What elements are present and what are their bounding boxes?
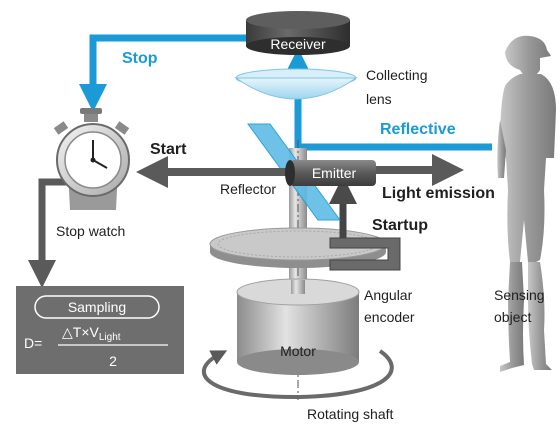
formula-numerator-main: △T×V [62, 324, 99, 340]
sensing-object-label-line1: Sensing [494, 287, 545, 303]
stop-label: Stop [122, 50, 158, 67]
stopwatch-icon [53, 108, 130, 210]
sensing-object-label-line2: object [494, 309, 531, 325]
receiver-label: Receiver [270, 36, 326, 52]
sensing-object-figure [497, 35, 556, 372]
angular-encoder-label-line2: encoder [364, 309, 415, 325]
receiver: Receiver [246, 11, 350, 55]
rotating-shaft-label: Rotating shaft [307, 406, 393, 422]
start-label: Start [150, 141, 187, 158]
stop-watch-label: Stop watch [56, 223, 125, 239]
collecting-lens [234, 68, 358, 100]
emitter-label: Emitter [312, 165, 357, 181]
collecting-lens-label-line2: lens [366, 91, 392, 107]
sampling-formula-box: Sampling D= △T×VLight 2 [16, 286, 184, 374]
motor-label: Motor [280, 343, 316, 359]
reflective-label: Reflective [380, 121, 456, 138]
angular-encoder-label-line1: Angular [364, 287, 413, 303]
light-emission-label: Light emission [382, 185, 495, 202]
emitter: Emitter [285, 160, 376, 186]
formula-lhs: D= [24, 335, 42, 351]
startup-label: Startup [372, 217, 428, 234]
angular-encoder-sensor [329, 237, 401, 271]
stop-signal-arrow [79, 34, 246, 112]
formula-numerator: △T×VLight [62, 324, 121, 343]
collecting-lens-label-line1: Collecting [366, 67, 427, 83]
sampling-arrow [27, 178, 70, 288]
formula-denominator: 2 [109, 353, 117, 369]
formula-numerator-subscript: Light [99, 332, 121, 343]
motor: Motor [236, 278, 360, 375]
reflector-label: Reflector [220, 181, 276, 197]
rotation-arrow [201, 349, 394, 400]
sampling-title: Sampling [68, 299, 126, 315]
